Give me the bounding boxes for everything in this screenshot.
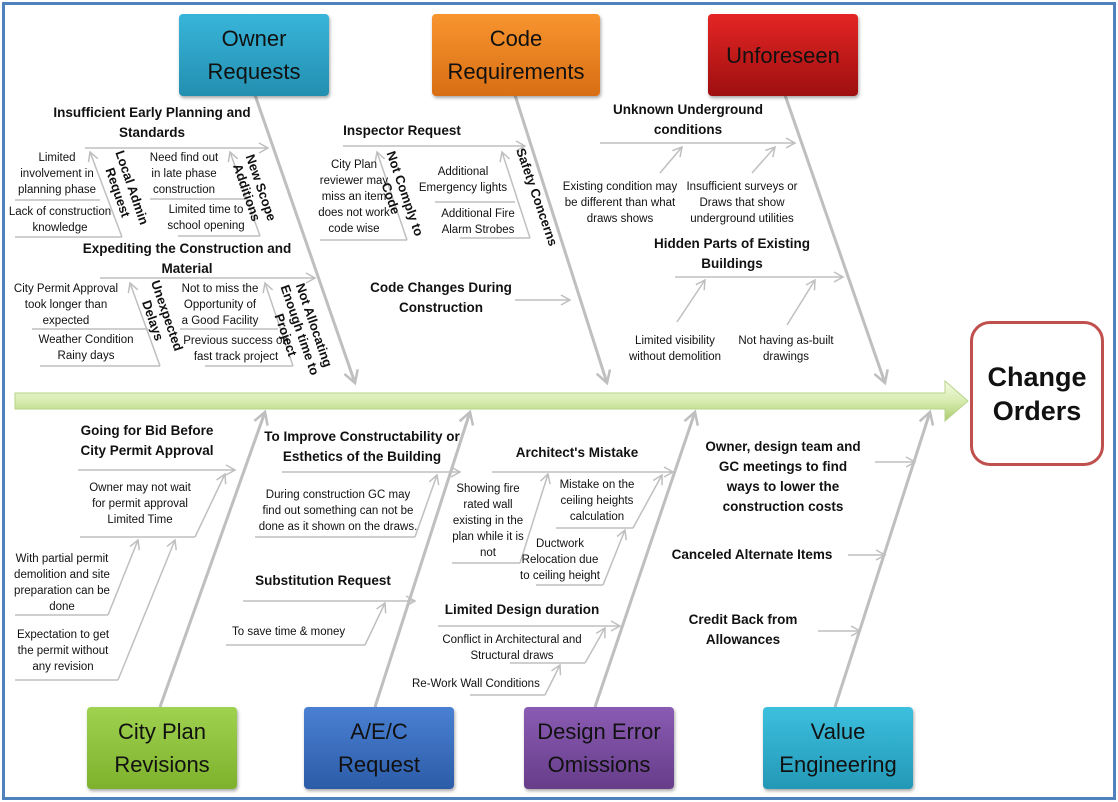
subcause-arrow [584,626,606,664]
category-design-error-omissions: Design Error Omissions [524,707,674,789]
cause-label: Hidden Parts of Existing Buildings [653,236,811,271]
subcause-arrow [544,663,562,696]
cause-label: Insufficient Early Planning and Standard… [53,105,251,140]
item-label: Not to miss the Opportunity of a Good Fa… [181,283,259,327]
item-label: City Plan reviewer may miss an item does… [318,159,390,235]
subcause-arrow [786,278,816,326]
item-label: Expectation to get the permit without an… [16,629,110,673]
item-label: Not having as-built drawings [738,335,834,363]
spine-arrow [14,379,969,423]
item-label: Limited involvement in planning phase [17,152,97,196]
subcause-arrow [374,150,408,241]
subcause-arrow [519,472,551,564]
item-label: To save time & money [232,626,346,638]
subcause-arrow [602,528,628,586]
subcause-arrow [127,281,161,367]
subcause-arrow [227,150,261,237]
cause-label: Credit Back from Allowances [688,612,798,647]
cause-label: Limited Design duration [444,602,600,617]
item-label: Re-Work Wall Conditions [412,678,540,690]
item-label: Lack of construction knowledge [8,206,112,234]
subcause-arrow [632,473,663,529]
item-label: Insufficient surveys or Draws that show … [686,181,798,225]
item-label: Limited visibility without demolition [628,335,722,363]
cause-label: Code Changes During Construction [370,280,512,315]
subcause-arrow [659,145,683,174]
subcause-arrow [194,472,227,538]
main-bone [253,94,355,383]
subcause-arrow [676,278,706,323]
subcause-arrow [117,538,177,681]
item-label: With partial permit demolition and site … [14,553,110,613]
category-code-requirements: Code Requirements [432,14,600,96]
subcause-arrow [364,601,387,646]
subcause-arrow [262,281,294,367]
item-label: Ductwork Relocation due to ceiling heigh… [520,538,600,582]
main-bone [513,94,607,383]
item-label: Showing fire rated wall existing in the … [452,483,524,559]
item-label: Additional Fire Alarm Strobes [441,208,515,236]
item-label: Mistake on the ceiling heights calculati… [559,479,635,523]
item-label: Previous success on fast track project [183,335,289,363]
category-owner-requests: Owner Requests [179,14,329,96]
item-label: Owner may not wait for permit approval L… [89,482,191,526]
category-aec-request: A/E/C Request [304,707,454,789]
item-label: Need find out in late phase construction [149,152,219,196]
main-bone [373,412,470,708]
cause-label: Owner, design team and GC meetings to fi… [705,439,861,514]
cause-label: Unknown Underground conditions [613,102,763,137]
cause-label: To Improve Constructability or Esthetics… [264,429,460,464]
subcause-arrow [87,150,123,238]
cause-label: Going for Bid Before City Permit Approva… [80,423,214,458]
cause-label: Expediting the Construction and Material [82,241,292,276]
item-label: Existing condition may be different than… [562,181,678,225]
category-unforeseen: Unforeseen [708,14,858,96]
main-bone [783,94,885,383]
subcause-arrow [499,150,531,239]
item-label: Additional Emergency lights [418,166,508,194]
main-bone [158,412,265,708]
category-value-engineering: Value Engineering [763,707,913,789]
main-bone [593,412,695,708]
item-label: During construction GC may find out some… [258,489,418,533]
subcause-arrow [107,538,141,616]
cause-label: Canceled Alternate Items [671,547,833,562]
item-label: Weather Condition Rainy days [38,334,134,362]
item-label: Limited time to school opening [167,204,245,232]
subcause-arrow [414,473,440,538]
cause-label: Substitution Request [255,573,391,588]
cause-label: Architect's Mistake [515,445,639,460]
cause-label: Inspector Request [343,123,461,138]
subcause-arrow [751,145,777,174]
effect-change-orders: Change Orders [970,321,1104,466]
item-label: Conflict in Architectural and Structural… [442,634,582,662]
item-label: City Permit Approval took longer than ex… [13,283,119,327]
category-city-plan-revisions: City Plan Revisions [87,707,237,789]
